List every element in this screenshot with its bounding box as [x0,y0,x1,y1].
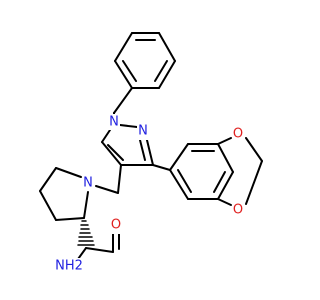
bond [39,167,57,192]
bond [83,191,89,219]
atom-n-pyrazole-2: N [137,124,149,140]
atom-label: N [83,176,93,191]
bond [217,143,234,173]
bond [217,198,232,206]
bond [177,169,192,193]
atom-n-pyrazole-1: N [108,114,120,130]
atom-label: N [138,124,148,139]
bond [245,137,263,162]
bond [158,60,176,89]
bond [55,167,82,178]
atom-label: N [109,115,119,130]
stereo-hash-bond [77,220,95,246]
molecule-canvas: N N N O O O NH2 [39,32,263,274]
bond [85,247,114,253]
bond [217,137,232,145]
atom-nh2-amide: NH2 [52,258,86,274]
bond [119,124,138,128]
benzodioxole-ring [152,143,234,200]
bond [145,135,154,166]
atom-label: NH2 [55,259,83,274]
bond [154,60,168,82]
atom-o-dioxole-top: O [232,127,245,143]
atom-label: O [233,127,243,142]
atom-n-pyrrolidine: N [82,175,94,191]
phenyl-ring [114,32,176,89]
atom-o-carbonyl: O [109,218,122,234]
bond [158,32,176,62]
bond [101,141,122,166]
bond [107,144,124,161]
bond [101,129,111,143]
bond [117,164,122,194]
atom-label: O [111,218,121,233]
bond [113,87,133,114]
bond [152,164,171,171]
bond [213,171,226,193]
structure-diagram: N N N O O O NH2 [39,32,263,274]
bond [95,185,119,194]
bond [169,143,189,171]
dioxole-ring [217,137,263,206]
bond [55,217,85,221]
bond [245,160,263,205]
atom-label: O [233,203,243,218]
pyrrolidine-ring [39,167,89,221]
bond [114,32,133,62]
bond [217,171,234,200]
atom-o-dioxole-bottom: O [232,202,245,218]
bond [39,190,57,221]
bond [169,169,189,200]
bond [122,60,137,82]
bond [114,60,133,89]
